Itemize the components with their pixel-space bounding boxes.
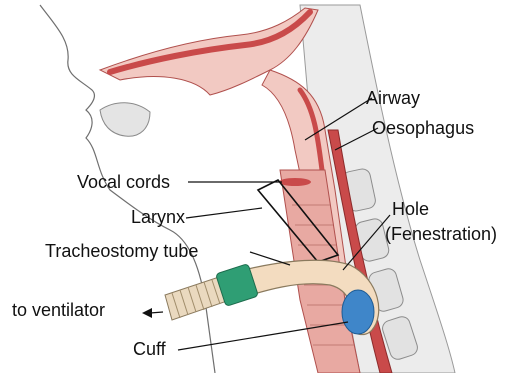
hole-label: Hole [392, 199, 429, 219]
fenestration-label: (Fenestration) [385, 224, 497, 244]
tracheostomy-tube-leader [250, 252, 290, 265]
to-ventilator-arrow-head [142, 308, 152, 318]
larynx-label: Larynx [131, 207, 185, 227]
cuff-label: Cuff [133, 339, 166, 359]
larynx-leader [186, 208, 262, 218]
oesophagus-label: Oesophagus [372, 118, 474, 138]
vocal-cords-shape [279, 178, 311, 186]
to-ventilator-label: to ventilator [12, 300, 105, 320]
cuff-balloon [342, 290, 374, 334]
jaw-bone [100, 103, 150, 137]
airway-label: Airway [366, 88, 420, 108]
vocal-cords-label: Vocal cords [77, 172, 170, 192]
tracheostomy-tube-label: Tracheostomy tube [45, 241, 198, 261]
